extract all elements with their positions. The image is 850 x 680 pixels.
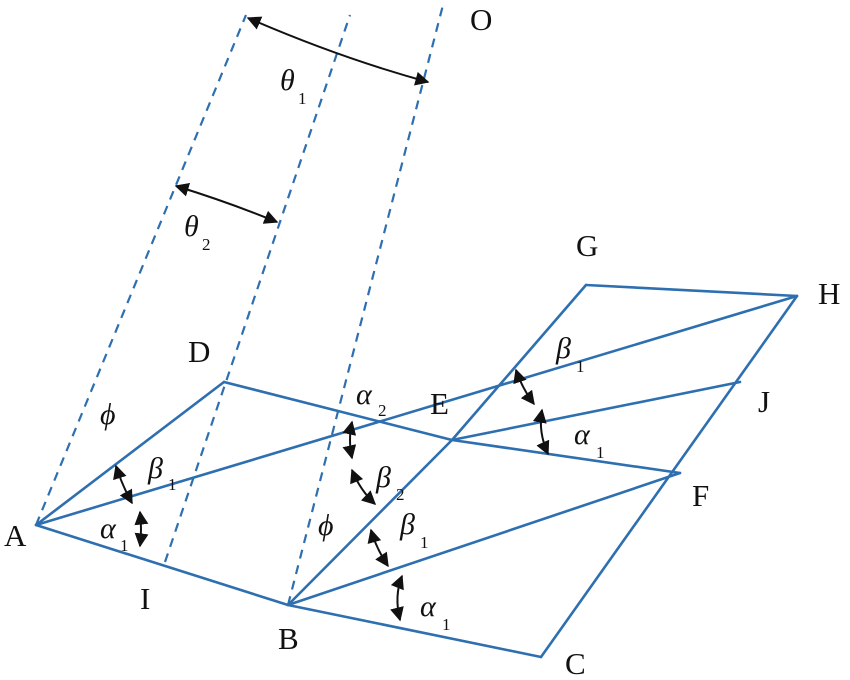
label-d: D [188, 334, 210, 369]
label-e: E [430, 386, 449, 421]
theta2-subscript: 2 [202, 235, 211, 254]
edge-a-b [34, 523, 290, 607]
alpha1-left-arrow [134, 510, 149, 548]
beta1-right-arrow [513, 368, 535, 406]
beta2-mid-arrow [350, 468, 377, 505]
alpha2-mid-subscript: 2 [378, 401, 387, 420]
theta1-symbol: θ [280, 64, 295, 97]
label-g: G [576, 228, 598, 263]
alpha1-right-subscript: 1 [596, 443, 605, 462]
label-phi-left: ϕ [100, 398, 116, 431]
beta1-mid-symbol: β [399, 508, 415, 541]
label-beta2-mid: β 2 [375, 461, 405, 504]
edge-b-e [286, 438, 454, 607]
label-alpha1-left: α 1 [100, 512, 129, 555]
beta1-left-arrow [113, 464, 133, 505]
edge-b-c [286, 603, 543, 659]
beta1-mid-arrow [367, 528, 389, 568]
theta2-symbol: θ [184, 210, 199, 243]
label-beta1-mid: β 1 [399, 508, 429, 552]
beta1-left-symbol: β [147, 452, 163, 485]
label-alpha2-mid: α 2 [356, 378, 387, 420]
label-i: I [140, 581, 150, 616]
edge-e-g [450, 283, 588, 442]
line-e-j [450, 380, 742, 442]
edge-g-h [584, 283, 799, 298]
theta1-subscript: 1 [298, 89, 307, 108]
dashed-line-from-i [163, 14, 352, 563]
beta1-right-subscript: 1 [576, 357, 585, 376]
theta1-arc [246, 16, 430, 86]
label-b: B [278, 621, 299, 656]
alpha2-mid-arrow [342, 420, 357, 460]
line-e-f [450, 438, 682, 475]
dashed-line-from-b [286, 4, 445, 606]
label-f: F [692, 478, 709, 513]
label-alpha1-right: α 1 [574, 418, 605, 462]
label-phi-mid: ϕ [318, 509, 334, 542]
label-theta1: θ 1 [280, 64, 307, 108]
dashed-line-from-a [34, 14, 248, 526]
label-c: C [565, 646, 586, 680]
alpha1-right-arrow [532, 408, 550, 456]
label-alpha1-bottom: α 1 [420, 590, 451, 634]
theta2-arc [174, 183, 279, 224]
alpha2-mid-symbol: α [356, 378, 373, 411]
alpha1-left-subscript: 1 [120, 536, 129, 555]
beta1-mid-subscript: 1 [420, 533, 429, 552]
label-beta1-left: β 1 [147, 452, 177, 494]
alpha1-bottom-arrow [390, 574, 404, 622]
beta2-mid-symbol: β [375, 461, 391, 494]
edge-a-d [34, 380, 226, 527]
label-beta1-right: β 1 [555, 332, 585, 376]
line-b-f [286, 471, 682, 607]
alpha1-left-symbol: α [100, 512, 117, 545]
alpha1-right-symbol: α [574, 418, 591, 451]
line-a-e-h [34, 294, 799, 527]
label-o: O [470, 2, 492, 37]
beta2-mid-subscript: 2 [396, 485, 405, 504]
beta1-left-subscript: 1 [168, 475, 177, 494]
alpha1-bottom-subscript: 1 [442, 615, 451, 634]
label-j: J [758, 384, 770, 419]
label-theta2: θ 2 [184, 210, 211, 254]
beta1-right-symbol: β [555, 332, 571, 365]
alpha1-bottom-symbol: α [420, 590, 437, 623]
edge-d-e [222, 380, 454, 442]
label-a: A [4, 518, 27, 553]
label-h: H [818, 276, 840, 311]
